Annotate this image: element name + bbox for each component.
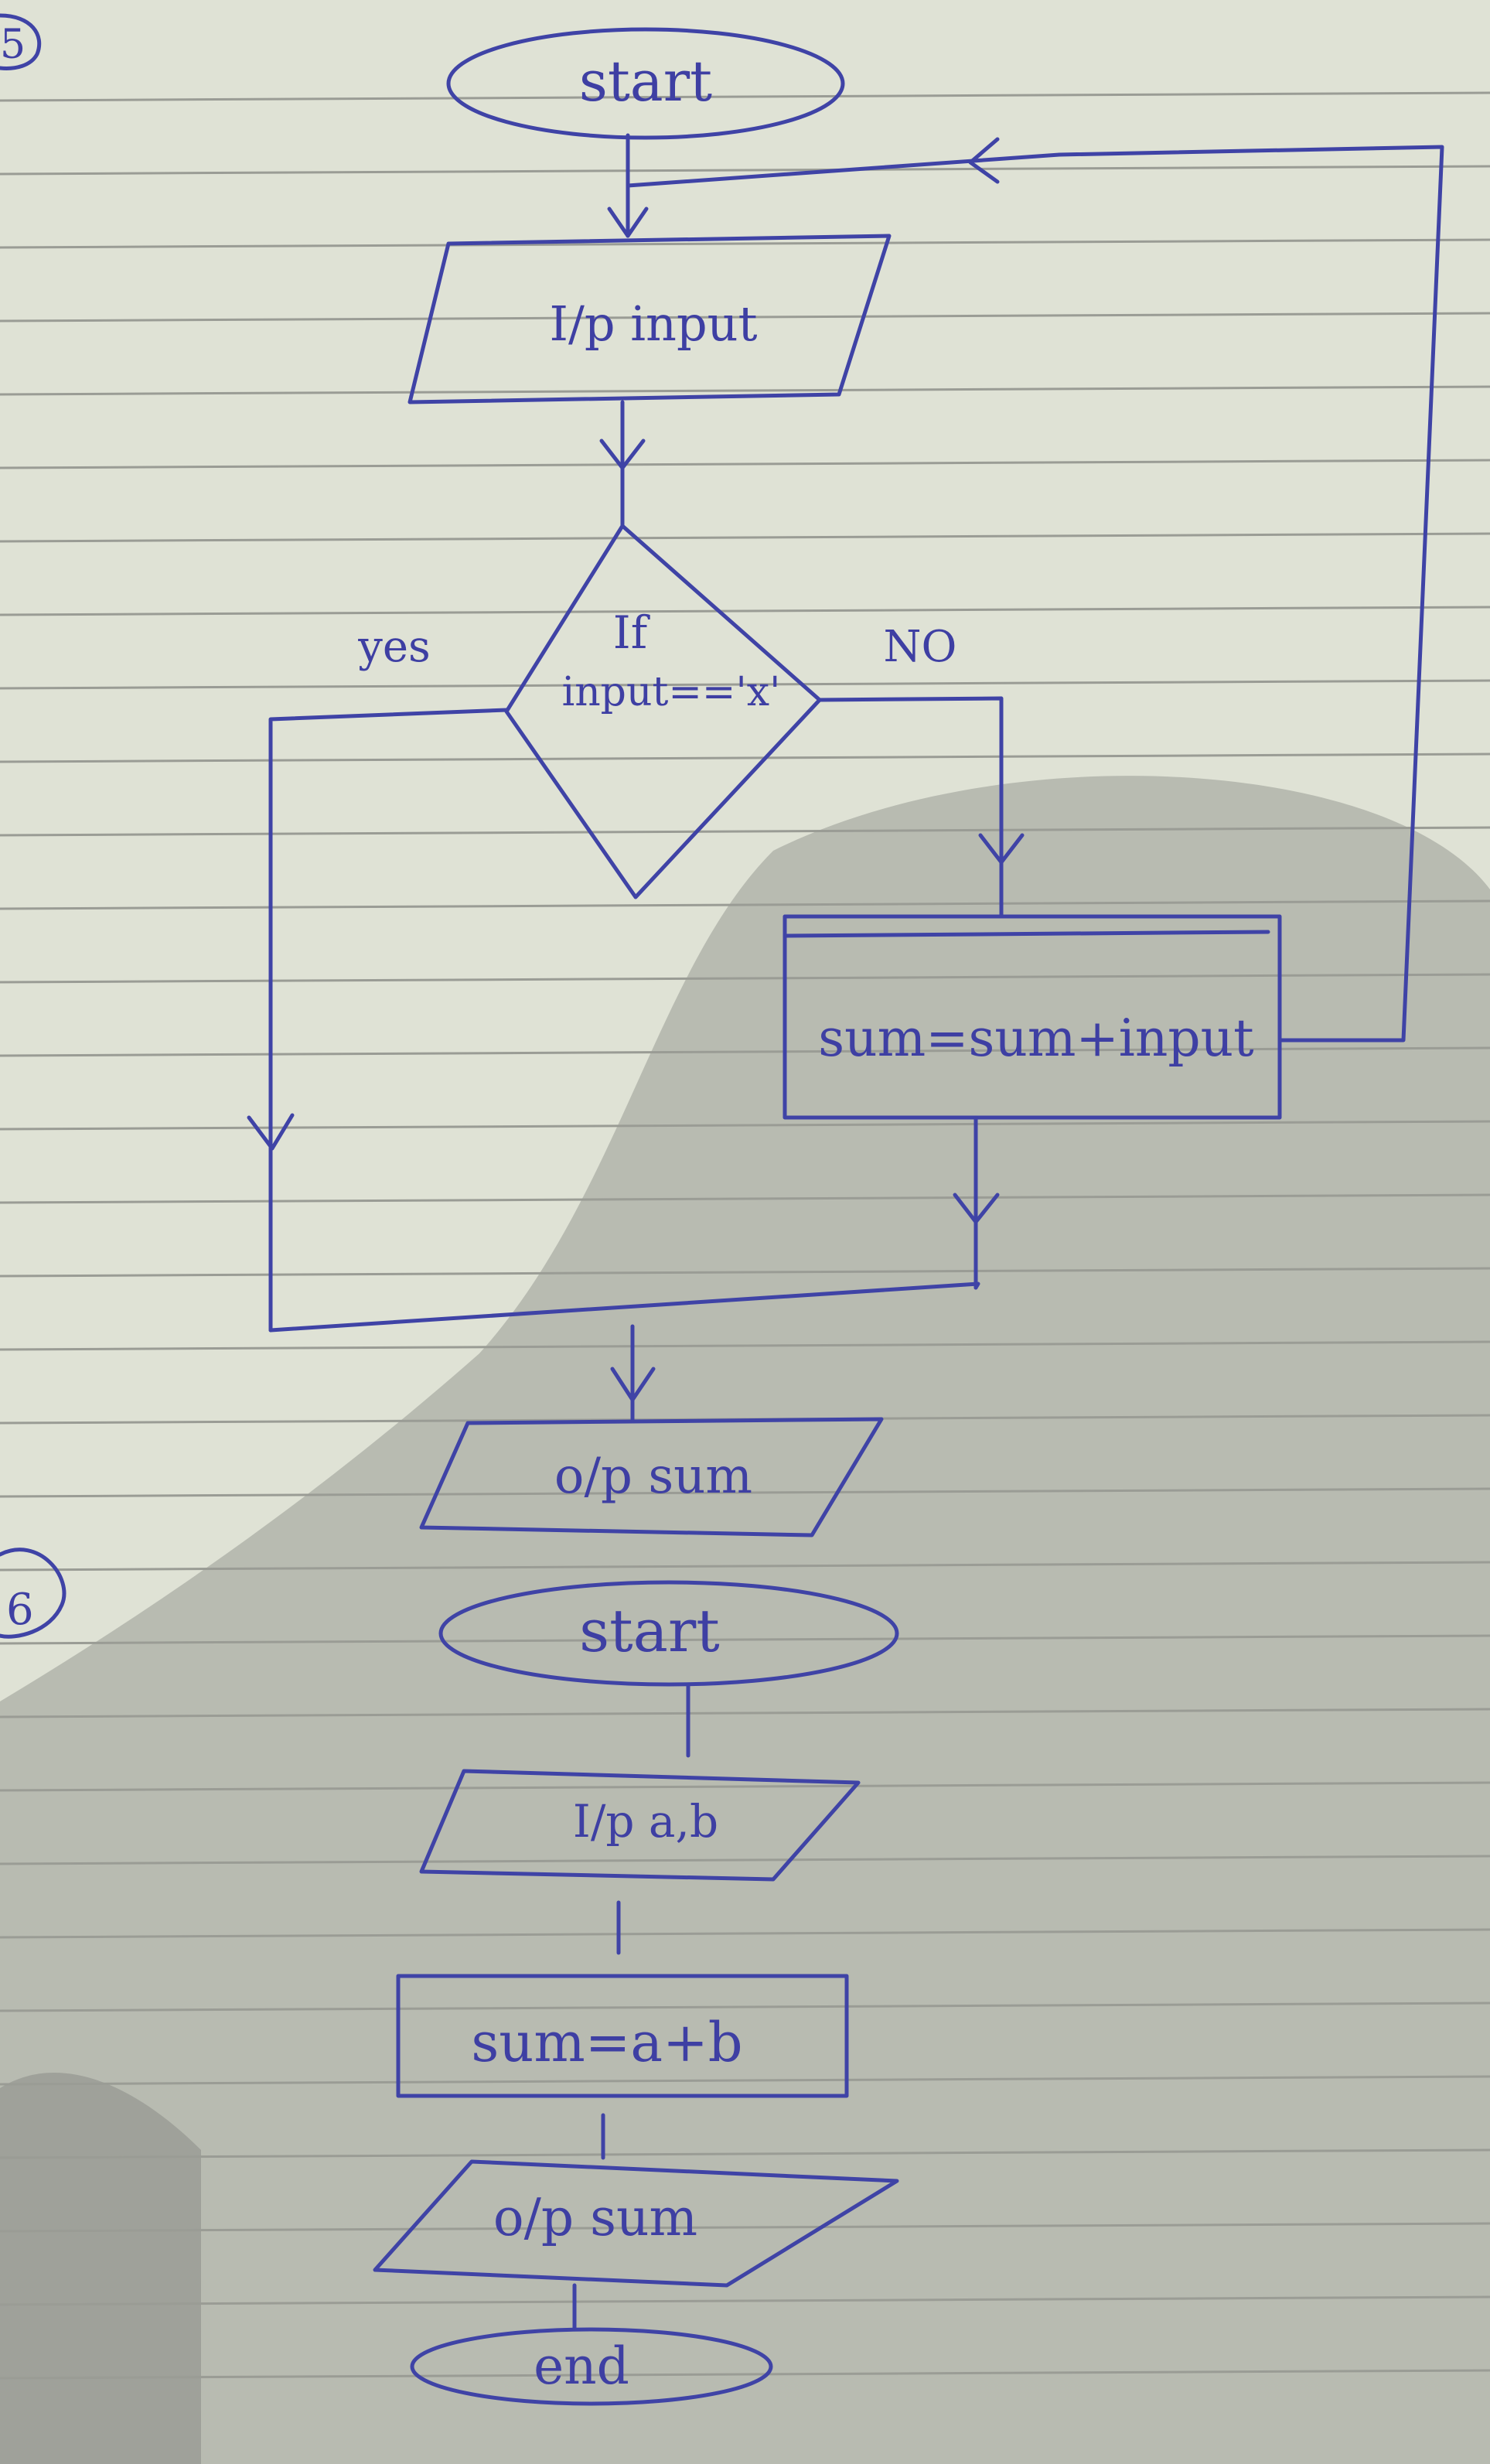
input-label-5: I/p input	[549, 295, 757, 352]
decision-line2: input=='x'	[562, 669, 781, 715]
process-box-top-edge	[783, 930, 1270, 938]
merge-line	[268, 1281, 980, 1333]
process-label-6: sum=a+b	[471, 2011, 742, 2074]
arrowhead-merge	[953, 1193, 1000, 1224]
output-label-5: o/p sum	[554, 1448, 752, 1505]
loop-back-line	[1057, 145, 1444, 1043]
yes-branch-line	[268, 708, 509, 1333]
start-label-5: start	[579, 49, 712, 114]
end-terminal-6	[410, 2327, 773, 2406]
input-label-6: I/p a,b	[573, 1795, 718, 1848]
arrowhead-yes	[247, 1113, 295, 1151]
question-number-circle-6	[0, 1548, 66, 1639]
question-number-circle-5	[0, 13, 42, 70]
decision-diamond-5	[504, 524, 822, 899]
arrowhead-output	[610, 1367, 656, 1402]
flowchart-6: 6 start I/p a,b sum=a+b o/p sum end	[0, 1548, 899, 2406]
end-label-6: end	[534, 2336, 629, 2396]
input-parallelogram-5	[407, 234, 892, 404]
decision-line1: If	[613, 606, 650, 659]
start-label-6: start	[579, 1596, 720, 1665]
question-number-6: 6	[6, 1585, 34, 1635]
corner-shadow	[0, 2072, 201, 2464]
question-number-5: 5	[0, 22, 26, 68]
output-label-6: o/p sum	[493, 2188, 697, 2247]
no-branch-label: NO	[884, 622, 957, 672]
arrowhead-loop	[968, 137, 1000, 184]
loop-back-return	[626, 152, 1062, 188]
arrowhead-decision	[599, 439, 646, 470]
arrowhead-no	[978, 833, 1025, 865]
start-terminal-5	[446, 27, 845, 140]
flowchart-5: 5 start I/p input If input=='x' yes NO s…	[0, 13, 1444, 1537]
arrowhead-input	[607, 206, 649, 238]
process-box-5	[783, 914, 1282, 1120]
output-parallelogram-6	[373, 2159, 899, 2288]
process-box-6	[396, 1974, 849, 2098]
output-parallelogram-5	[419, 1417, 884, 1537]
yes-branch-label: yes	[357, 622, 431, 672]
start-terminal-6	[438, 1580, 899, 1687]
process-label-5: sum=sum+input	[818, 1008, 1253, 1068]
no-branch-line	[817, 696, 1004, 919]
input-parallelogram-6	[419, 1769, 861, 1882]
